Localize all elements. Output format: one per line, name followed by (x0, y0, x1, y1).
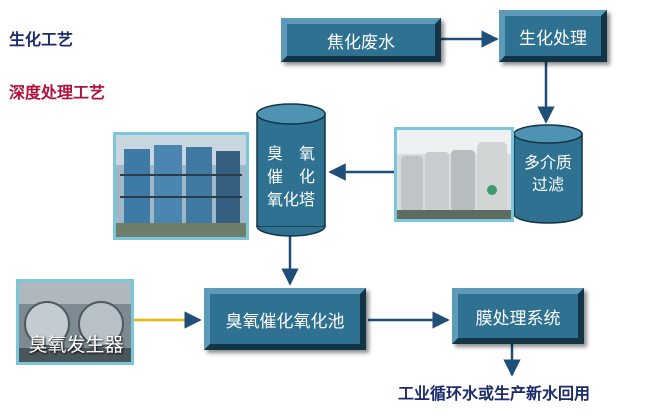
filter-label-line2: 过滤 (531, 175, 564, 194)
output-label: 工业循环水或生产新水回用 (398, 384, 591, 403)
photo-ozone-tower-equipment (113, 132, 249, 240)
tower-label-line1: 臭 氧 (266, 144, 315, 163)
node-ozone-pool: 臭氧催化氧化池 (204, 288, 366, 350)
node-coking-wastewater: 焦化废水 (281, 18, 441, 62)
photo-ozone-generator: 臭氧发生器 (16, 279, 134, 365)
tower-label-line2: 催 化 (266, 167, 315, 186)
node-ozone-tower: 臭 氧 催 化 氧化塔 (256, 102, 326, 238)
node-biochemical-treatment: 生化处理 (499, 10, 607, 62)
filter-label-line1: 多介质 (523, 153, 572, 172)
tower-cylinder-shape (256, 103, 326, 237)
photo-filter-tanks (394, 127, 514, 222)
heading-advanced: 深度处理工艺 (9, 83, 106, 102)
cylinder-shape (513, 124, 583, 224)
node-membrane-system: 膜处理系统 (452, 288, 584, 344)
ozone-generator-label: 臭氧发生器 (28, 334, 124, 356)
tower-label-line3: 氧化塔 (266, 190, 315, 209)
node-multimedia-filter: 多介质 过滤 (513, 124, 583, 224)
heading-biochem: 生化工艺 (9, 30, 74, 49)
